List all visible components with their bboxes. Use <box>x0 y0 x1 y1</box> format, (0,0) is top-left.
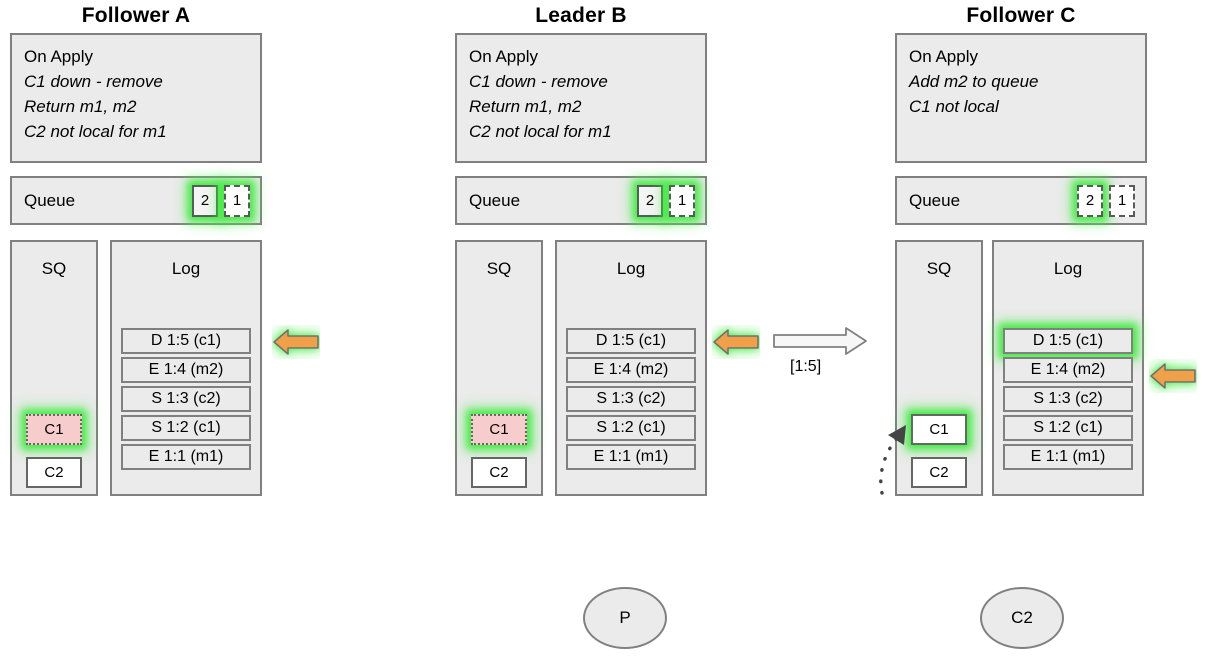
sq-column-title: SQ <box>486 259 512 278</box>
log-entry[interactable]: S 1:2 (c1) <box>121 415 251 441</box>
node-leader-b: Leader B On Apply C1 down - remove Retur… <box>445 0 759 500</box>
queue-slots: 2 1 <box>192 184 250 217</box>
log-entry[interactable]: E 1:1 (m1) <box>566 444 696 470</box>
log-entries: D 1:5 (c1) E 1:4 (m2) S 1:3 (c2) S 1:2 (… <box>566 328 696 470</box>
log-entry[interactable]: S 1:2 (c1) <box>1003 415 1133 441</box>
log-entry[interactable]: S 1:3 (c2) <box>121 386 251 412</box>
sq-item-c2[interactable]: C2 <box>471 457 527 488</box>
dotted-pointer-arrow-icon <box>868 405 928 505</box>
log-column-title: Log <box>1053 259 1083 278</box>
log-entries: D 1:5 (c1) E 1:4 (m2) S 1:3 (c2) S 1:2 (… <box>121 328 251 470</box>
log-entry[interactable]: D 1:5 (c1) <box>121 328 251 354</box>
queue-slot[interactable]: 1 <box>224 184 250 217</box>
queue-panel: Queue 2 1 <box>895 176 1147 225</box>
sq-item-c2[interactable]: C2 <box>26 457 82 488</box>
on-apply-line: C2 not local for m1 <box>469 122 612 141</box>
sq-item-c2[interactable]: C2 <box>911 457 967 488</box>
sq-column: SQ C1 C2 <box>455 240 543 496</box>
log-entry[interactable]: E 1:1 (m1) <box>121 444 251 470</box>
node-title: Leader B <box>535 4 627 27</box>
log-column-title: Log <box>616 259 646 278</box>
sq-column: SQ C1 C2 <box>895 240 983 496</box>
left-arrow-icon <box>272 325 320 359</box>
log-entry[interactable]: E 1:4 (m2) <box>566 357 696 383</box>
log-entries: D 1:5 (c1) E 1:4 (m2) S 1:3 (c2) S 1:2 (… <box>1003 328 1133 470</box>
log-column: Log D 1:5 (c1) E 1:4 (m2) S 1:3 (c2) S 1… <box>110 240 262 496</box>
queue-slot[interactable]: 2 <box>1077 184 1103 217</box>
queue-label: Queue <box>24 190 76 210</box>
queue-slots: 2 1 <box>1077 184 1135 217</box>
log-entry[interactable]: S 1:3 (c2) <box>566 386 696 412</box>
queue-slots: 2 1 <box>637 184 695 217</box>
node-title: Follower C <box>966 4 1076 27</box>
node-follower-c: Follower C On Apply Add m2 to queue C1 n… <box>885 0 1196 500</box>
client-node-label: P <box>619 608 631 627</box>
on-apply-panel: On Apply C1 down - remove Return m1, m2 … <box>455 33 707 163</box>
log-entry[interactable]: D 1:5 (c1) <box>566 328 696 354</box>
sq-item-c1[interactable]: C1 <box>471 414 527 445</box>
sq-column-title: SQ <box>926 259 952 278</box>
log-entry[interactable]: E 1:4 (m2) <box>1003 357 1133 383</box>
node-follower-a: Follower A On Apply C1 down - remove Ret… <box>0 0 319 500</box>
client-node-label: C2 <box>1011 608 1033 627</box>
queue-slot[interactable]: 2 <box>192 184 218 217</box>
on-apply-line: C2 not local for m1 <box>24 122 167 141</box>
on-apply-line: C1 down - remove <box>24 72 163 91</box>
left-arrow-icon <box>712 325 760 359</box>
queue-label: Queue <box>469 190 521 210</box>
on-apply-panel: On Apply Add m2 to queue C1 not local <box>895 33 1147 163</box>
on-apply-header: On Apply <box>24 47 93 66</box>
log-entry[interactable]: S 1:3 (c2) <box>1003 386 1133 412</box>
on-apply-line: Add m2 to queue <box>909 72 1039 91</box>
node-title: Follower A <box>81 4 191 27</box>
sq-item-c1[interactable]: C1 <box>26 414 82 445</box>
log-entry[interactable]: E 1:4 (m2) <box>121 357 251 383</box>
replication-arrow-label: [1:5] <box>790 358 822 375</box>
sq-column: SQ C1 C2 <box>10 240 98 496</box>
on-apply-line: C1 not local <box>909 97 999 116</box>
on-apply-line: C1 down - remove <box>469 72 608 91</box>
queue-slot[interactable]: 1 <box>1109 184 1135 217</box>
on-apply-header: On Apply <box>909 47 978 66</box>
client-node-c2[interactable]: C2 <box>980 587 1064 649</box>
on-apply-line: Return m1, m2 <box>469 97 582 116</box>
log-entry[interactable]: S 1:2 (c1) <box>566 415 696 441</box>
queue-panel: Queue 2 1 <box>455 176 707 225</box>
queue-slot[interactable]: 2 <box>637 184 663 217</box>
queue-panel: Queue 2 1 <box>10 176 262 225</box>
right-arrow-icon <box>772 324 868 358</box>
log-column: Log D 1:5 (c1) E 1:4 (m2) S 1:3 (c2) S 1… <box>555 240 707 496</box>
log-entry[interactable]: E 1:1 (m1) <box>1003 444 1133 470</box>
queue-slot[interactable]: 1 <box>669 184 695 217</box>
log-entry[interactable]: D 1:5 (c1) <box>1003 328 1133 354</box>
queue-label: Queue <box>909 190 961 210</box>
client-node-p[interactable]: P <box>583 587 667 649</box>
on-apply-header: On Apply <box>469 47 538 66</box>
log-column: Log D 1:5 (c1) E 1:4 (m2) S 1:3 (c2) S 1… <box>992 240 1144 496</box>
on-apply-line: Return m1, m2 <box>24 97 137 116</box>
sq-item-c1[interactable]: C1 <box>911 414 967 445</box>
on-apply-panel: On Apply C1 down - remove Return m1, m2 … <box>10 33 262 163</box>
log-column-title: Log <box>171 259 201 278</box>
sq-column-title: SQ <box>41 259 67 278</box>
left-arrow-icon <box>1149 359 1197 393</box>
